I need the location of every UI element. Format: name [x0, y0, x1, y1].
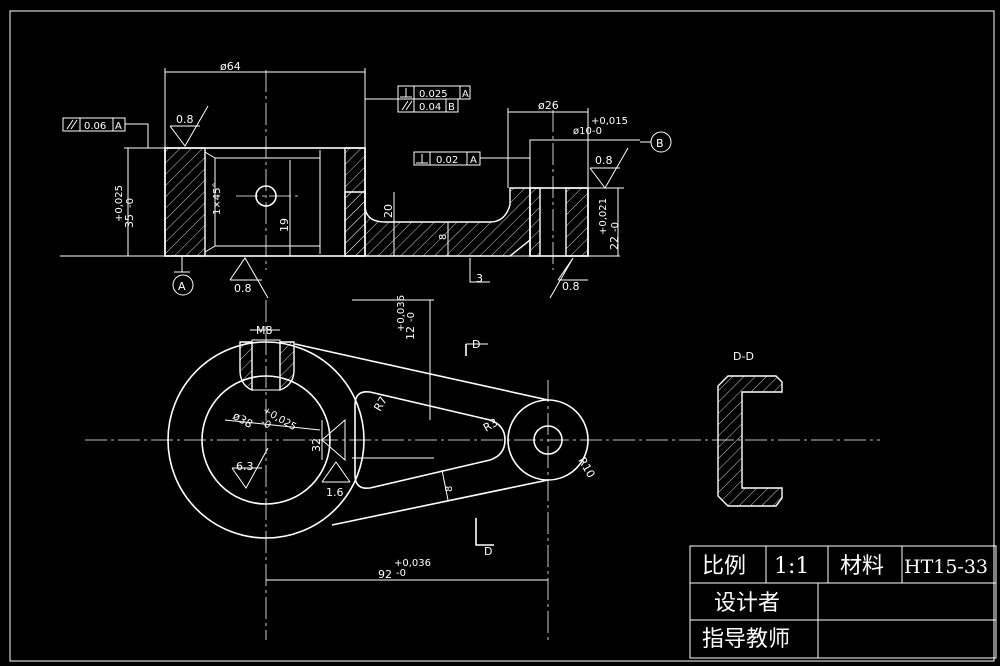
dim-h8b: 8	[444, 486, 455, 492]
dim-d10-tol: +0,015	[591, 116, 628, 127]
scale-value: 1:1	[774, 554, 809, 579]
large-bore	[201, 375, 331, 505]
designer-label: 设计者	[714, 591, 780, 616]
roughness-r2: 0.8	[234, 282, 252, 295]
dim-d3: 3	[476, 272, 483, 285]
bore-chamfer	[204, 151, 216, 253]
tolerance-frame-mid: 0.02 A	[413, 151, 530, 166]
dim-h22-tol: +0,021	[598, 198, 609, 235]
dim-chamfer: 1×45°	[212, 183, 223, 215]
dim-h35-tol: +0,025	[114, 185, 125, 222]
small-boss-outline	[507, 399, 589, 481]
section-mark-top: D	[472, 338, 480, 351]
dim-h22: 22	[608, 236, 621, 250]
roughness-r4: 0.8	[595, 154, 613, 167]
dim-h19: 19	[278, 218, 291, 232]
roughness-r1: 0.8	[176, 113, 194, 126]
dim-d64: ø64	[220, 60, 241, 73]
section-title: D-D	[733, 350, 754, 363]
arm-window	[354, 390, 506, 490]
small-bore	[533, 425, 563, 455]
dim-h8a: 8	[438, 234, 449, 240]
dim-d10-tol-low: -0	[592, 126, 602, 137]
left-wall-hatch	[164, 147, 206, 257]
arm-section-hatch	[344, 187, 531, 257]
svg-text:0.025: 0.025	[419, 89, 448, 100]
svg-text:A: A	[470, 155, 477, 166]
dim-d38: ø38	[231, 409, 255, 431]
datum-a: A	[178, 280, 186, 293]
dim-h35-tol-low: -0	[125, 198, 136, 208]
svg-text:A: A	[462, 89, 469, 100]
dim-d38-tol-low: -0	[259, 417, 273, 432]
dim-d26: ø26	[538, 99, 559, 112]
dim-d12: 12	[404, 326, 417, 340]
dim-d12-tol-low: -0	[406, 312, 417, 322]
advisor-label: 指导教师	[702, 627, 790, 652]
dim-r10: R10	[575, 455, 597, 480]
section-dd-view: D-D	[717, 350, 783, 507]
material-label: 材料	[840, 554, 884, 579]
plan-view: M8 R7 R3 R10 ø38 +0,025 -0 32 12 +0,036 …	[85, 295, 880, 640]
dim-h22-tol-low: -0	[610, 222, 621, 232]
front-section-view: ø64 ø26 ø10 +0,015 -0 B 35 +0,025 -0 22 …	[60, 60, 672, 299]
svg-text:0.02: 0.02	[436, 155, 458, 166]
section-dd-hatch	[717, 375, 783, 507]
svg-text:0.06: 0.06	[84, 121, 106, 132]
roughness-r3: 0.8	[562, 280, 580, 293]
datum-b: B	[656, 137, 664, 150]
dim-r7: R7	[371, 394, 390, 413]
material-value: HT15-33	[904, 556, 988, 578]
dim-d92: 92	[378, 568, 392, 581]
dim-d12-tol: +0,036	[396, 295, 407, 332]
dim-d92-tol: +0,036	[394, 558, 431, 569]
dim-h20: 20	[382, 204, 395, 218]
dim-d10: ø10	[573, 126, 592, 137]
title-block: 比例 1:1 材料 HT15-33 设计者 指导教师	[689, 545, 997, 659]
dim-m8: M8	[256, 324, 273, 337]
dim-d92-tol-low: -0	[396, 568, 406, 579]
section-mark-bottom: D	[484, 545, 492, 558]
drawing-border	[9, 10, 995, 662]
large-boss-outline	[167, 341, 365, 539]
dim-d32: 32	[310, 438, 323, 452]
dim-h35: 35	[123, 214, 136, 228]
svg-text:B: B	[448, 102, 455, 113]
svg-text:0.04: 0.04	[419, 102, 441, 113]
tolerance-frame-top: 0.025 A 0.04 B	[364, 85, 471, 148]
dim-r3: R3	[481, 416, 500, 435]
scale-label: 比例	[702, 554, 746, 579]
tolerance-frame-left: 0.06 A	[62, 117, 149, 148]
roughness-r6: 6.3	[236, 460, 254, 473]
datum-a-circle	[172, 274, 194, 296]
roughness-r7: 1.6	[326, 486, 344, 499]
svg-text:A: A	[115, 121, 122, 132]
